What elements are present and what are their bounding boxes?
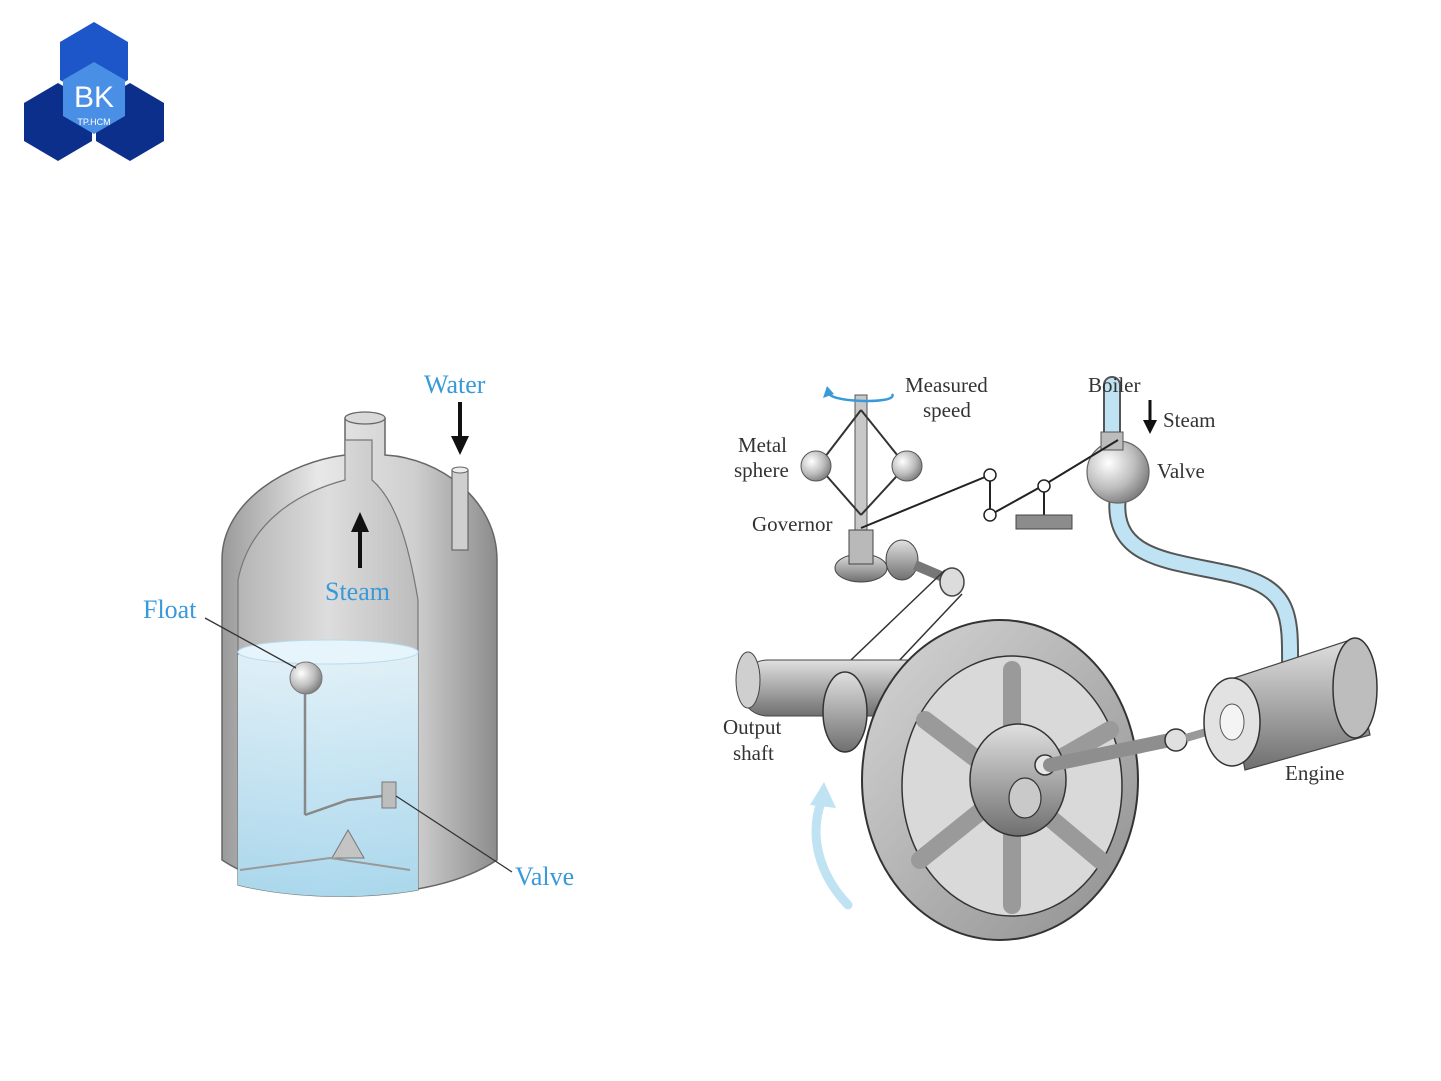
valve-label: Valve [515, 862, 574, 891]
engine-diagram: Measured speed Boiler Steam Metal sphere… [723, 373, 1377, 940]
engine-steam-arrow [1143, 400, 1157, 434]
output-shaft-label-1: Output [723, 715, 782, 739]
output-shaft-label-2: shaft [733, 741, 774, 765]
steam-label: Steam [325, 577, 390, 606]
cylinder-front-inner [1220, 704, 1244, 740]
flywheel-arrow-head [810, 782, 836, 808]
boiler-label: Boiler [1088, 373, 1141, 397]
shaft-end [736, 652, 760, 708]
lower-pulley [823, 672, 867, 752]
water-label: Water [424, 370, 486, 399]
side-gear [886, 540, 918, 580]
crosshead [1165, 729, 1187, 751]
valve-seat [382, 782, 396, 808]
flywheel-rotation-arrow [816, 800, 848, 905]
water-arrow [451, 402, 469, 455]
water-inlet-pipe [452, 470, 468, 550]
measured-speed-label-1: Measured [905, 373, 988, 397]
ground-block [1016, 515, 1072, 529]
float-label: Float [143, 595, 197, 624]
engine-steam-label: Steam [1163, 408, 1216, 432]
bk-logo: BK TP.HCM [24, 22, 164, 161]
metal-sphere-left [801, 451, 831, 481]
governor-collar [849, 530, 873, 564]
boiler-diagram: Water Steam Float Valve [143, 370, 574, 896]
logo-main-text: BK [74, 81, 114, 114]
metal-sphere-right [892, 451, 922, 481]
link-joint-2 [984, 509, 996, 521]
water-inlet-top [452, 467, 468, 473]
logo-sub-text: TP.HCM [77, 117, 110, 127]
water-surface [238, 640, 418, 664]
engine-valve-label: Valve [1157, 459, 1205, 483]
engine-label: Engine [1285, 761, 1344, 785]
cylinder-back [1333, 638, 1377, 738]
link-pivot [1038, 480, 1050, 492]
steam-pipe-top [345, 412, 385, 424]
measured-speed-label-2: speed [923, 398, 971, 422]
link-joint-1 [984, 469, 996, 481]
metal-sphere-label-1: Metal [738, 433, 787, 457]
hub-bore [1009, 778, 1041, 818]
governor-label: Governor [752, 512, 832, 536]
metal-sphere-label-2: sphere [734, 458, 789, 482]
